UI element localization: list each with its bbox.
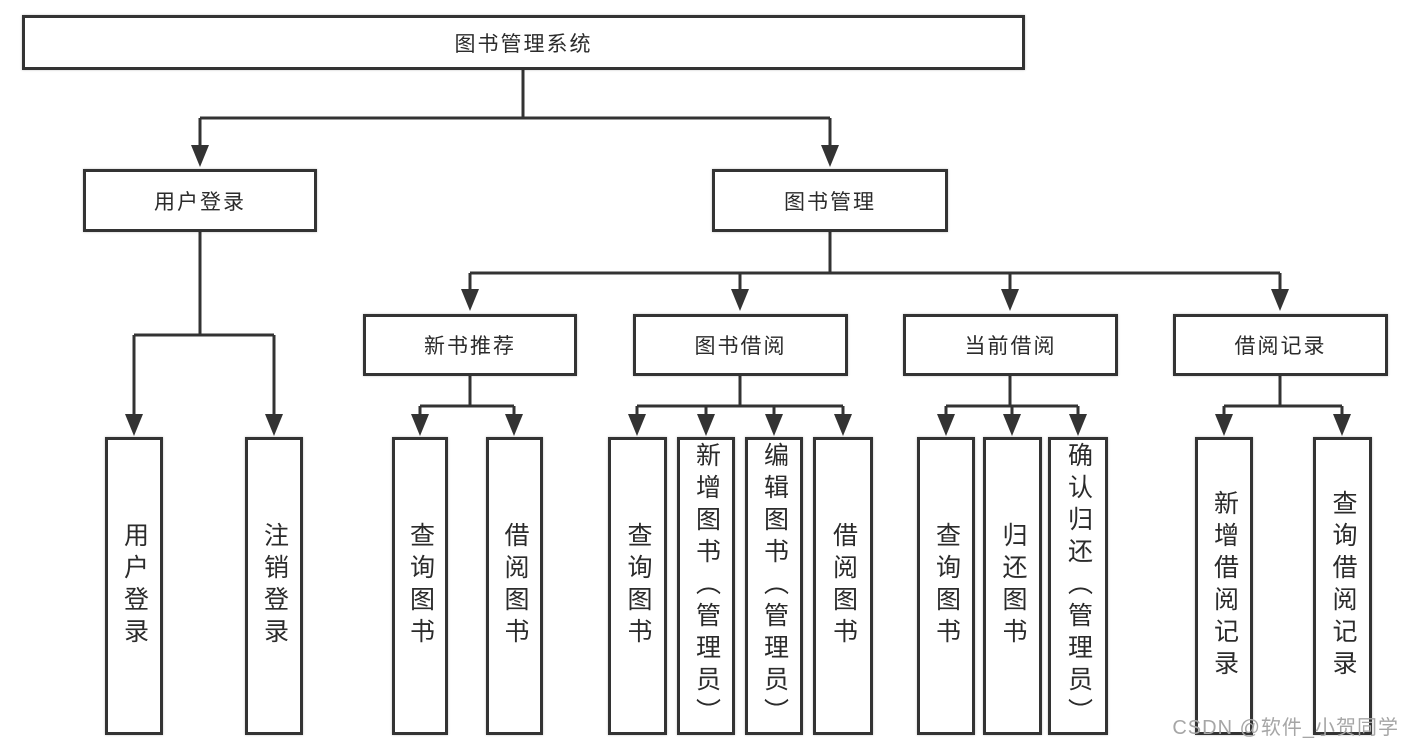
- csdn-watermark: CSDN @软件_小贺同学: [1172, 717, 1399, 739]
- leaf-logout: 注销登录: [245, 437, 303, 735]
- node-root: 图书管理系统: [22, 15, 1025, 70]
- leaf-query-borrow-record: 查询借阅记录: [1313, 437, 1372, 735]
- leaf-query-book-current: 查询图书: [917, 437, 975, 735]
- node-borrow-records: 借阅记录: [1173, 314, 1388, 376]
- node-new-book-recommend: 新书推荐: [363, 314, 577, 376]
- node-current-borrow: 当前借阅: [903, 314, 1118, 376]
- node-book-borrow: 图书借阅: [633, 314, 848, 376]
- leaf-borrow-book-recommend: 借阅图书: [486, 437, 543, 735]
- leaf-query-book-borrow: 查询图书: [608, 437, 667, 735]
- leaf-edit-book-admin: 编辑图书（管理员）: [745, 437, 803, 735]
- leaf-user-login: 用户登录: [105, 437, 163, 735]
- leaf-return-book: 归还图书: [983, 437, 1042, 735]
- node-user-login: 用户登录: [83, 169, 317, 232]
- leaf-query-book-recommend: 查询图书: [392, 437, 448, 735]
- leaf-add-book-admin: 新增图书（管理员）: [677, 437, 735, 735]
- node-book-management: 图书管理: [712, 169, 948, 232]
- leaf-add-borrow-record: 新增借阅记录: [1195, 437, 1253, 735]
- leaf-confirm-return-admin: 确认归还（管理员）: [1048, 437, 1108, 735]
- leaf-borrow-book: 借阅图书: [813, 437, 873, 735]
